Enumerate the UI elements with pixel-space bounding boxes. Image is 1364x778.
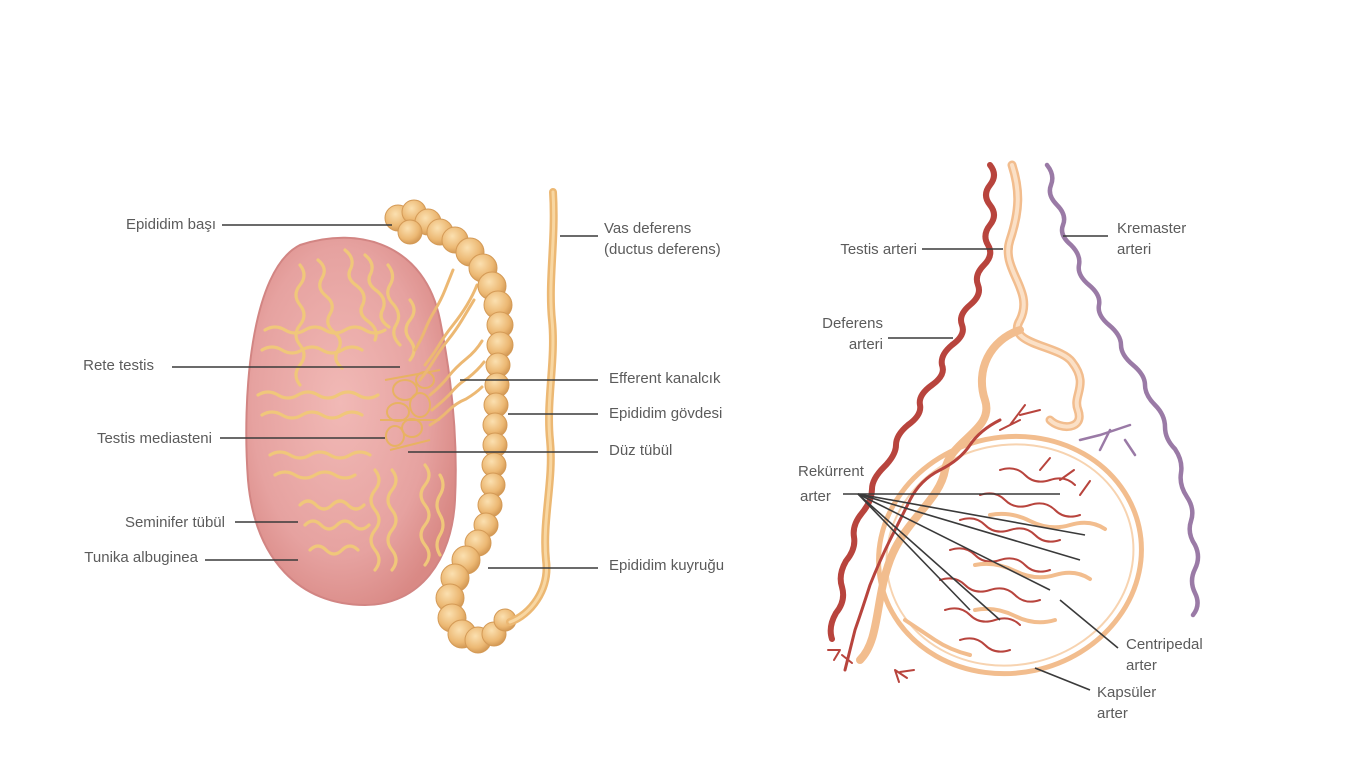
label-ductus-deferens: (ductus deferens): [604, 241, 721, 258]
label-testis-arteri: Testis arteri: [840, 241, 917, 258]
label-epididim-basi: Epididim başı: [125, 216, 216, 233]
right-testis-vasculature: [827, 160, 1201, 691]
label-seminifer-tubul: Seminifer tübül: [124, 514, 225, 531]
label-testis-mediasteni: Testis mediasteni: [96, 430, 212, 447]
label-rekurrent-arter: arter: [800, 488, 831, 505]
label-deferens: Deferens: [822, 315, 883, 332]
label-deferens-arteri: arteri: [848, 336, 883, 353]
rete-testis-network: [380, 369, 441, 451]
label-kapsuler-arter: arter: [1097, 705, 1128, 722]
testis-capsule: [876, 433, 1144, 677]
testis-body: [245, 236, 457, 607]
efferent-ductules: [413, 268, 486, 427]
label-tunika-albuginea: Tunika albuginea: [84, 549, 198, 566]
label-rete-testis: Rete testis: [83, 357, 154, 374]
label-kremaster: Kremaster: [1117, 220, 1187, 237]
label-kremaster-arteri: arteri: [1117, 241, 1152, 258]
label-epididim-govdesi: Epididim gövdesi: [609, 405, 723, 422]
left-testis-diagram: [172, 188, 598, 654]
right-leader-lines: [843, 235, 1119, 691]
label-kapsuler: Kapsüler: [1097, 684, 1157, 701]
label-vas-deferens: Vas deferens: [604, 220, 692, 237]
cremasteric-artery: [1044, 162, 1201, 618]
label-duz-tubul: Düz tübül: [609, 442, 673, 459]
seminiferous-tubules: [256, 248, 445, 572]
testicular-artery: [827, 162, 997, 642]
label-epididim-kuyrugu: Epididim kuyruğu: [609, 557, 725, 574]
label-efferent-kanalcik: Efferent kanalcık: [609, 370, 721, 387]
epididymis: [384, 199, 517, 654]
intratesticular-arteries: [939, 457, 1091, 653]
label-centripedal-arter: arter: [1126, 657, 1157, 674]
label-centripedal: Centripedal: [1126, 636, 1203, 653]
label-rekurrent: Rekürrent: [798, 463, 864, 480]
deferential-artery: [843, 418, 1002, 672]
left-leader-lines: [172, 224, 598, 569]
